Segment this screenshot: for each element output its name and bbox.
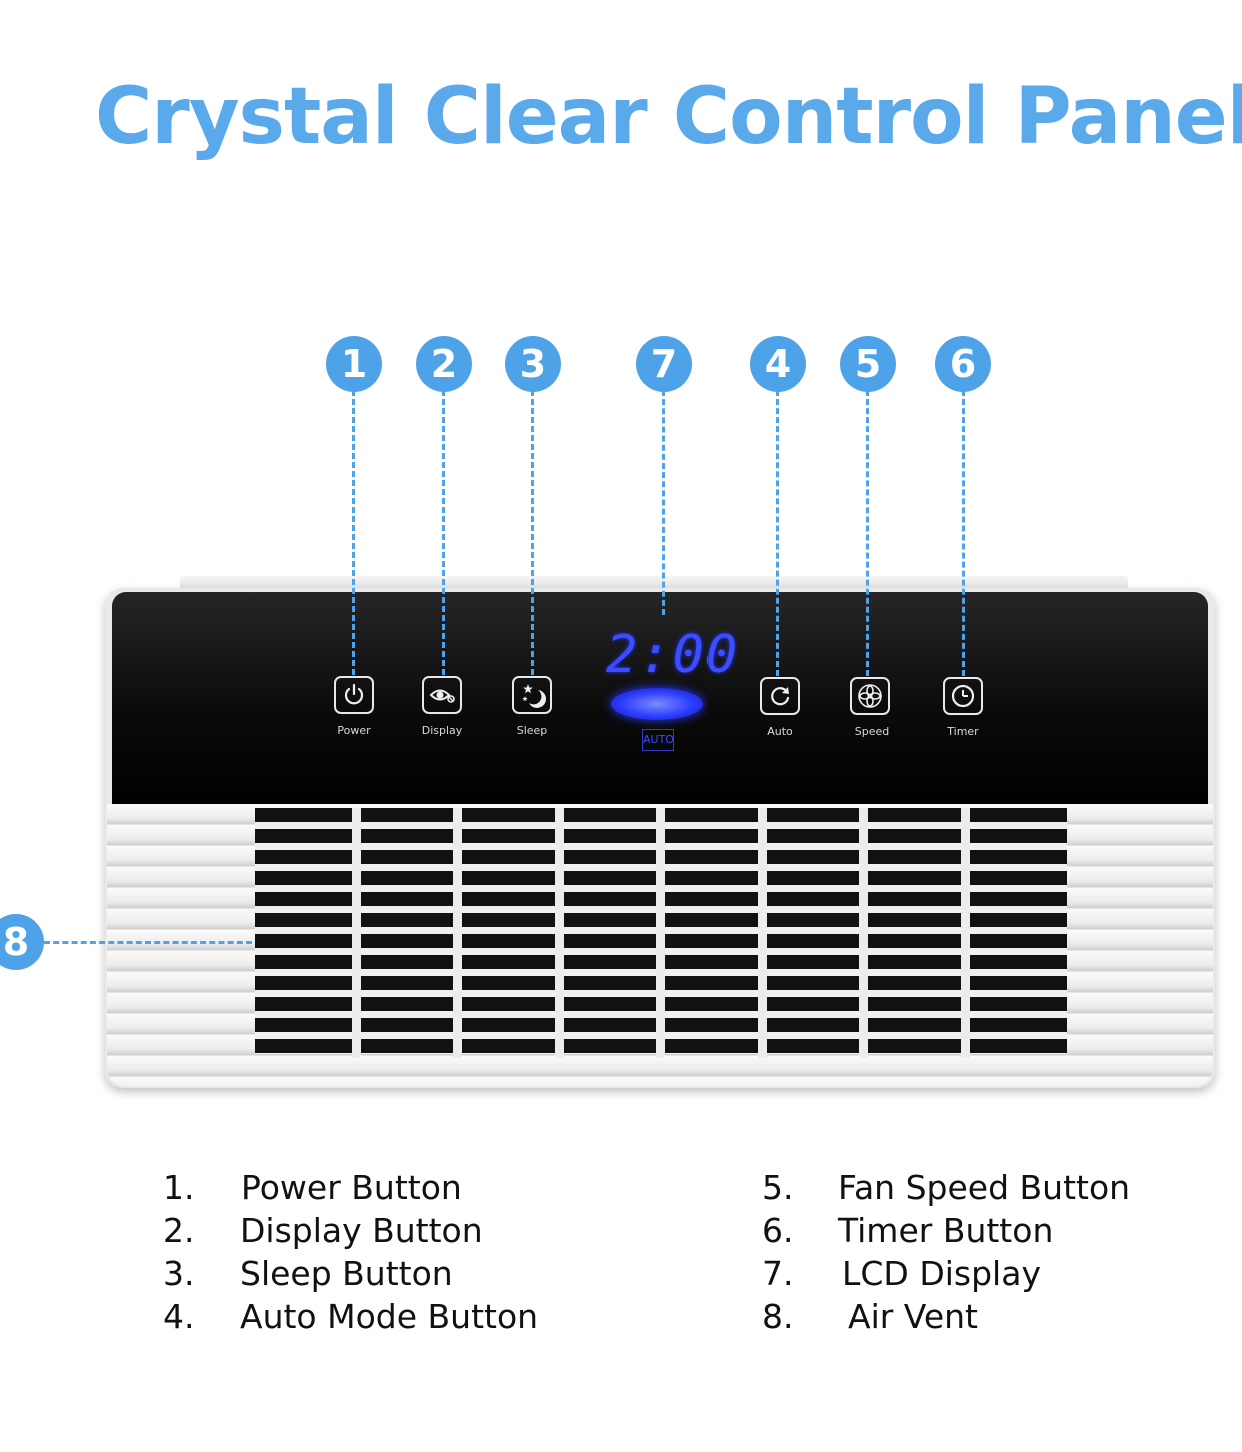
speed-label: Speed xyxy=(854,725,890,738)
legend-number: 3. xyxy=(163,1254,195,1293)
callout-line-vent xyxy=(44,941,252,944)
lcd-time-readout: 2:00 xyxy=(606,625,740,685)
eye-off-icon xyxy=(429,689,455,703)
legend-text: Auto Mode Button xyxy=(240,1297,539,1336)
legend-left-column: 1. Power Button 2. Display Button 3. Sle… xyxy=(163,1166,603,1338)
callout-badge-7: 7 xyxy=(636,336,692,392)
sleep-button[interactable] xyxy=(512,676,552,714)
lcd-auto-indicator: AUTO xyxy=(642,729,674,751)
legend-item: 5. Fan Speed Button xyxy=(762,1166,1202,1209)
vent-divider xyxy=(352,808,361,1058)
power-icon xyxy=(344,683,364,705)
legend-item: 2. Display Button xyxy=(163,1209,603,1252)
moon-stars-icon xyxy=(522,684,546,708)
callout-badge-5: 5 xyxy=(840,336,896,392)
legend-text: Display Button xyxy=(240,1211,483,1250)
legend-item: 4. Auto Mode Button xyxy=(163,1295,603,1338)
callout-badge-4: 4 xyxy=(750,336,806,392)
vent-divider xyxy=(656,808,665,1058)
timer-label: Timer xyxy=(947,725,979,738)
legend-text: Fan Speed Button xyxy=(838,1168,1131,1207)
vent-divider xyxy=(859,808,868,1058)
callout-line-speed xyxy=(866,390,869,676)
legend-item: 3. Sleep Button xyxy=(163,1252,603,1295)
power-label: Power xyxy=(337,724,371,737)
callout-badge-2: 2 xyxy=(416,336,472,392)
page-title: Crystal Clear Control Panel xyxy=(95,72,1242,162)
speed-button[interactable] xyxy=(850,677,890,715)
legend-item: 6. Timer Button xyxy=(762,1209,1202,1252)
callout-line-auto xyxy=(776,390,779,676)
legend-item: 8. Air Vent xyxy=(762,1295,1202,1338)
legend-number: 7. xyxy=(762,1254,794,1293)
callout-line-sleep xyxy=(531,390,534,675)
legend-number: 1. xyxy=(163,1168,195,1207)
legend-number: 2. xyxy=(163,1211,195,1250)
air-vent-grille xyxy=(107,804,1213,1086)
vent-divider xyxy=(453,808,462,1058)
callout-line-power xyxy=(352,390,355,675)
fan-icon xyxy=(858,684,882,708)
legend-number: 6. xyxy=(762,1211,794,1250)
callout-line-lcd xyxy=(662,390,665,615)
timer-button[interactable] xyxy=(943,677,983,715)
display-label: Display xyxy=(421,724,463,737)
legend-item: 7. LCD Display xyxy=(762,1252,1202,1295)
legend-text: Air Vent xyxy=(848,1297,978,1336)
auto-label: Auto xyxy=(767,725,793,738)
vent-divider xyxy=(758,808,767,1058)
callout-line-timer xyxy=(962,390,965,676)
clock-icon xyxy=(951,684,975,708)
vent-divider xyxy=(555,808,564,1058)
refresh-icon xyxy=(771,687,790,706)
callout-badge-3: 3 xyxy=(505,336,561,392)
callout-badge-8: 8 xyxy=(0,914,44,970)
power-button[interactable] xyxy=(334,676,374,714)
air-vent-slots xyxy=(255,808,1067,1058)
legend-item: 1. Power Button xyxy=(163,1166,603,1209)
callout-badge-1: 1 xyxy=(326,336,382,392)
legend-number: 5. xyxy=(762,1168,794,1207)
callout-badge-6: 6 xyxy=(935,336,991,392)
legend-right-column: 5. Fan Speed Button 6. Timer Button 7. L… xyxy=(762,1166,1202,1338)
lcd-indicator-light xyxy=(611,688,703,720)
lcd-hour-unit: H xyxy=(706,655,714,667)
callout-line-display xyxy=(442,390,445,675)
legend-text: Sleep Button xyxy=(240,1254,453,1293)
legend-number: 4. xyxy=(163,1297,195,1336)
legend-number: 8. xyxy=(762,1297,794,1336)
display-button[interactable] xyxy=(422,676,462,714)
vent-divider xyxy=(961,808,970,1058)
auto-button[interactable] xyxy=(760,677,800,715)
legend-text: Power Button xyxy=(241,1168,462,1207)
legend-text: LCD Display xyxy=(842,1254,1041,1293)
legend-text: Timer Button xyxy=(838,1211,1054,1250)
sleep-label: Sleep xyxy=(516,724,548,737)
